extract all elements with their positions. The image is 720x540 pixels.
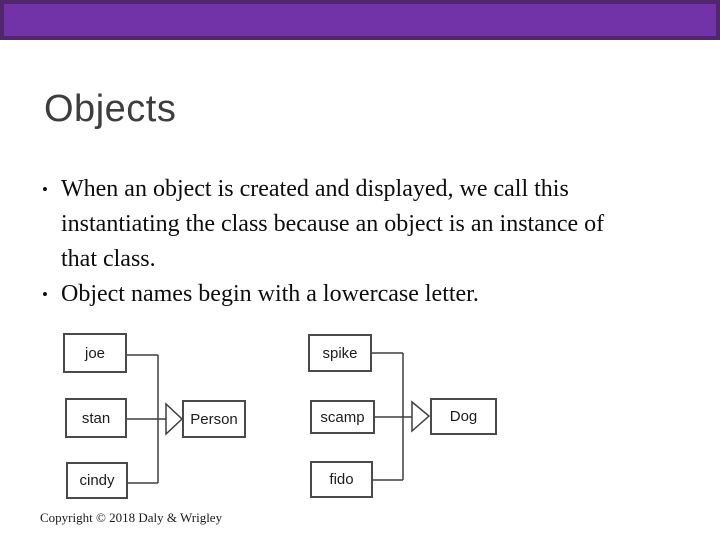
object-box-fido: fido bbox=[310, 461, 373, 498]
object-box-cindy: cindy bbox=[66, 462, 128, 499]
object-box-joe: joe bbox=[63, 333, 127, 373]
object-box-stan: stan bbox=[65, 398, 127, 438]
header-bar bbox=[0, 0, 720, 40]
bullet-1-line-1: When an object is created and displayed,… bbox=[61, 176, 569, 202]
bullet-2-line-1: Object names begin with a lowercase lett… bbox=[61, 281, 479, 307]
bullet-1-line-3: that class. bbox=[61, 246, 156, 272]
page-title: Objects bbox=[44, 88, 177, 130]
bullet-1-line-2: instantiating the class because an objec… bbox=[61, 211, 605, 237]
copyright-text: Copyright © 2018 Daly & Wrigley bbox=[40, 510, 223, 525]
right-connector-lines bbox=[372, 352, 412, 481]
bullet-list: When an object is created and displayed,… bbox=[42, 172, 704, 313]
class-box-person: Person bbox=[182, 400, 246, 438]
bullet-item-1: When an object is created and displayed,… bbox=[42, 172, 704, 277]
left-connector-lines bbox=[127, 354, 166, 484]
triangle-arrow-right-icon bbox=[411, 400, 431, 433]
object-box-spike: spike bbox=[308, 334, 372, 372]
class-box-dog: Dog bbox=[430, 398, 497, 435]
triangle-arrow-left-icon bbox=[165, 402, 184, 436]
bullet-item-2: Object names begin with a lowercase lett… bbox=[42, 277, 704, 313]
object-box-scamp: scamp bbox=[310, 400, 375, 434]
